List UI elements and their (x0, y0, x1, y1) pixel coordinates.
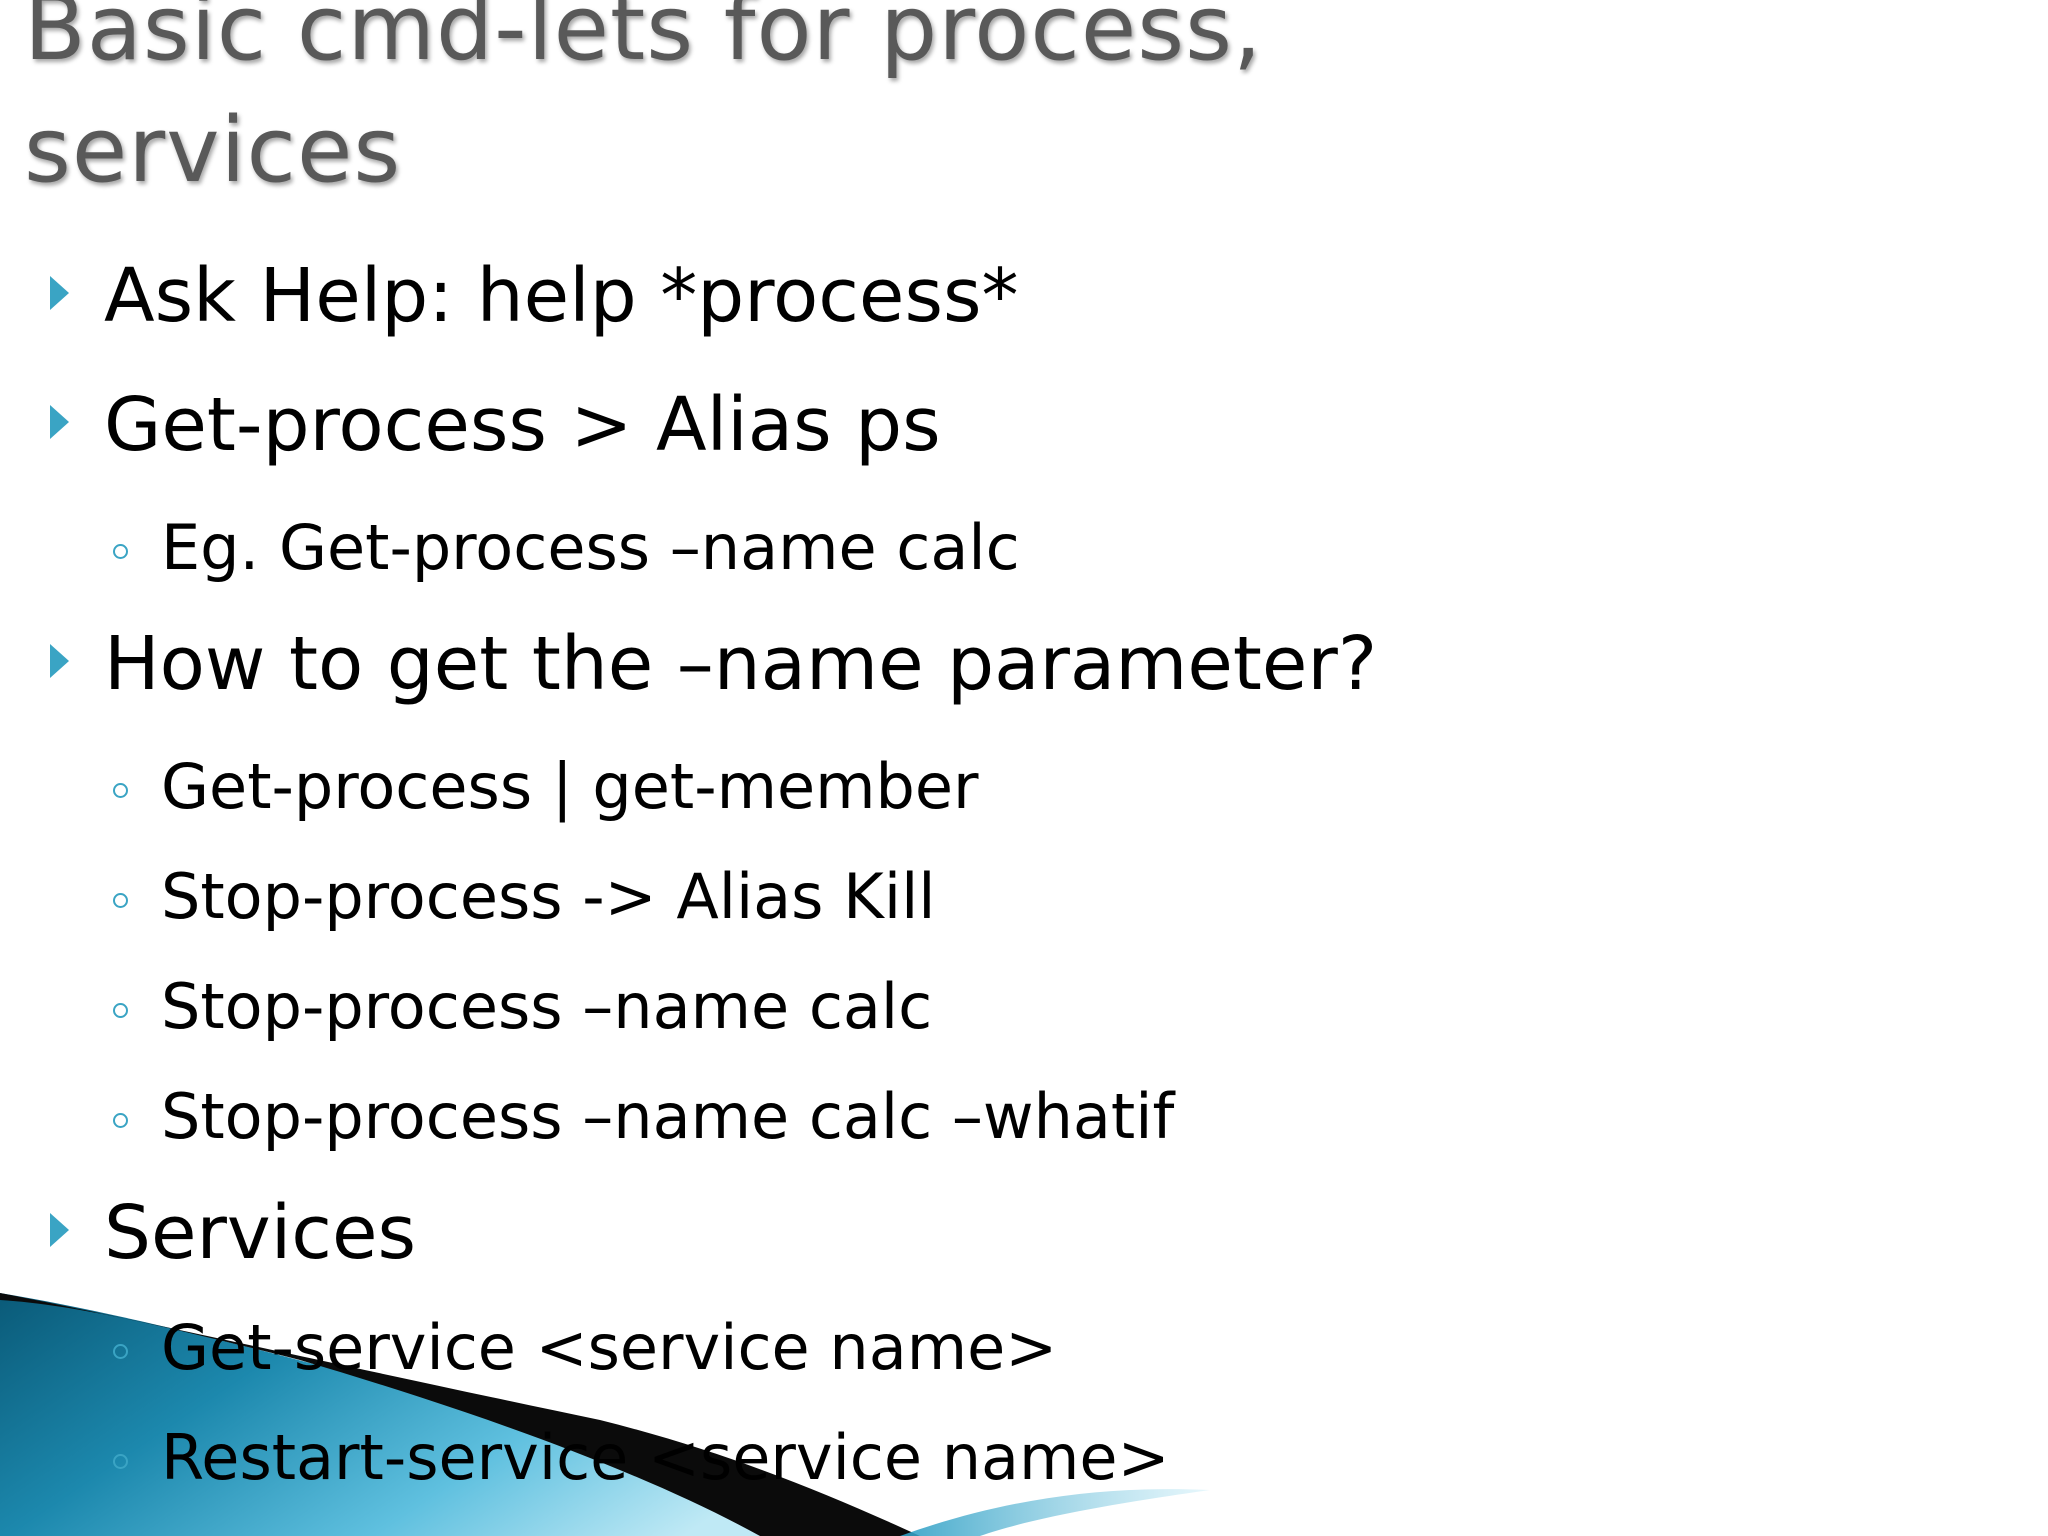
sub-bullet-item: Restart-service <service name> (161, 1421, 1170, 1494)
circle-bullet-icon (113, 544, 128, 559)
sub-bullet-item: Stop-process -> Alias Kill (161, 860, 936, 933)
title-line-2: services (24, 98, 402, 203)
circle-bullet-icon (113, 893, 128, 908)
circle-bullet-icon (113, 1454, 128, 1469)
slide-title: Basic cmd-lets for process, services (24, 0, 1524, 212)
circle-bullet-icon (113, 1113, 128, 1128)
bullet-item: How to get the –name parameter? (104, 621, 1378, 707)
circle-bullet-icon (113, 783, 128, 798)
triangle-bullet-icon (50, 405, 69, 439)
bullet-item: Services (104, 1190, 417, 1276)
circle-bullet-icon (113, 1003, 128, 1018)
circle-bullet-icon (113, 1344, 128, 1359)
triangle-bullet-icon (50, 1213, 69, 1247)
sub-bullet-item: Get-service <service name> (161, 1311, 1058, 1384)
sub-bullet-item: Eg. Get-process –name calc (161, 511, 1020, 584)
sub-bullet-item: Stop-process –name calc (161, 970, 933, 1043)
bullet-item: Get-process > Alias ps (104, 382, 941, 468)
wave-light-band (900, 1489, 1210, 1536)
bullet-item: Ask Help: help *process* (104, 253, 1019, 339)
sub-bullet-item: Get-process | get-member (161, 750, 979, 823)
triangle-bullet-icon (50, 644, 69, 678)
title-line-1: Basic cmd-lets for process, (24, 0, 1263, 81)
triangle-bullet-icon (50, 276, 69, 310)
sub-bullet-item: Stop-process –name calc –whatif (161, 1080, 1175, 1153)
